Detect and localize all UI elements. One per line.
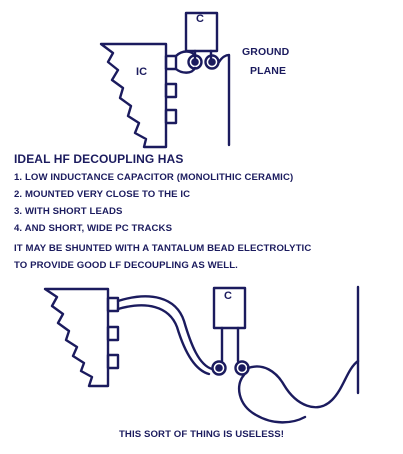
list-item: 2. MOUNTED VERY CLOSE TO THE IC bbox=[14, 189, 191, 200]
bottom-figure bbox=[43, 285, 360, 424]
top-capacitor-pad-left bbox=[187, 54, 203, 70]
bottom-ic-pin-3 bbox=[106, 353, 120, 370]
heading: IDEAL HF DECOUPLING HAS bbox=[14, 152, 184, 166]
top-pad-right-hole bbox=[208, 58, 216, 66]
bottom-long-track bbox=[116, 295, 214, 376]
list-item: 1. LOW INDUCTANCE CAPACITOR (MONOLITHIC … bbox=[14, 172, 294, 183]
bottom-ic-pin-2 bbox=[106, 325, 120, 342]
caption: THIS SORT OF THING IS USELESS! bbox=[118, 429, 285, 440]
bottom-ic-body bbox=[43, 287, 110, 388]
top-ic-pin-1 bbox=[164, 54, 178, 71]
list-item: 3. WITH SHORT LEADS bbox=[14, 206, 123, 217]
bottom-pad-left-hole bbox=[215, 364, 223, 372]
bottom-capacitor-pad-left bbox=[211, 360, 227, 376]
top-ground-plane bbox=[217, 53, 231, 147]
top-ic-pin-2 bbox=[164, 82, 178, 99]
ic-label: IC bbox=[136, 66, 148, 78]
note-line: TO PROVIDE GOOD LF DECOUPLING AS WELL. bbox=[14, 260, 238, 271]
top-ic-body bbox=[99, 42, 168, 149]
note-line: IT MAY BE SHUNTED WITH A TANTALUM BEAD E… bbox=[14, 243, 312, 254]
bottom-ground-track bbox=[237, 359, 360, 424]
bottom-ic-pin-1 bbox=[106, 296, 120, 313]
bottom-capacitor-label: C bbox=[224, 290, 233, 302]
ground-plane-label-line2: PLANE bbox=[250, 65, 287, 77]
top-ic-pin-3 bbox=[164, 108, 178, 125]
ground-plane-label-line1: GROUND bbox=[242, 46, 290, 58]
bottom-capacitor-body bbox=[212, 286, 247, 330]
top-capacitor-label: C bbox=[196, 13, 205, 25]
list-item: 4. AND SHORT, WIDE PC TRACKS bbox=[14, 223, 173, 234]
top-pad-left-hole bbox=[191, 58, 199, 66]
bottom-pad-right-hole bbox=[238, 364, 246, 372]
top-figure bbox=[99, 11, 231, 149]
top-capacitor-body bbox=[184, 11, 219, 53]
